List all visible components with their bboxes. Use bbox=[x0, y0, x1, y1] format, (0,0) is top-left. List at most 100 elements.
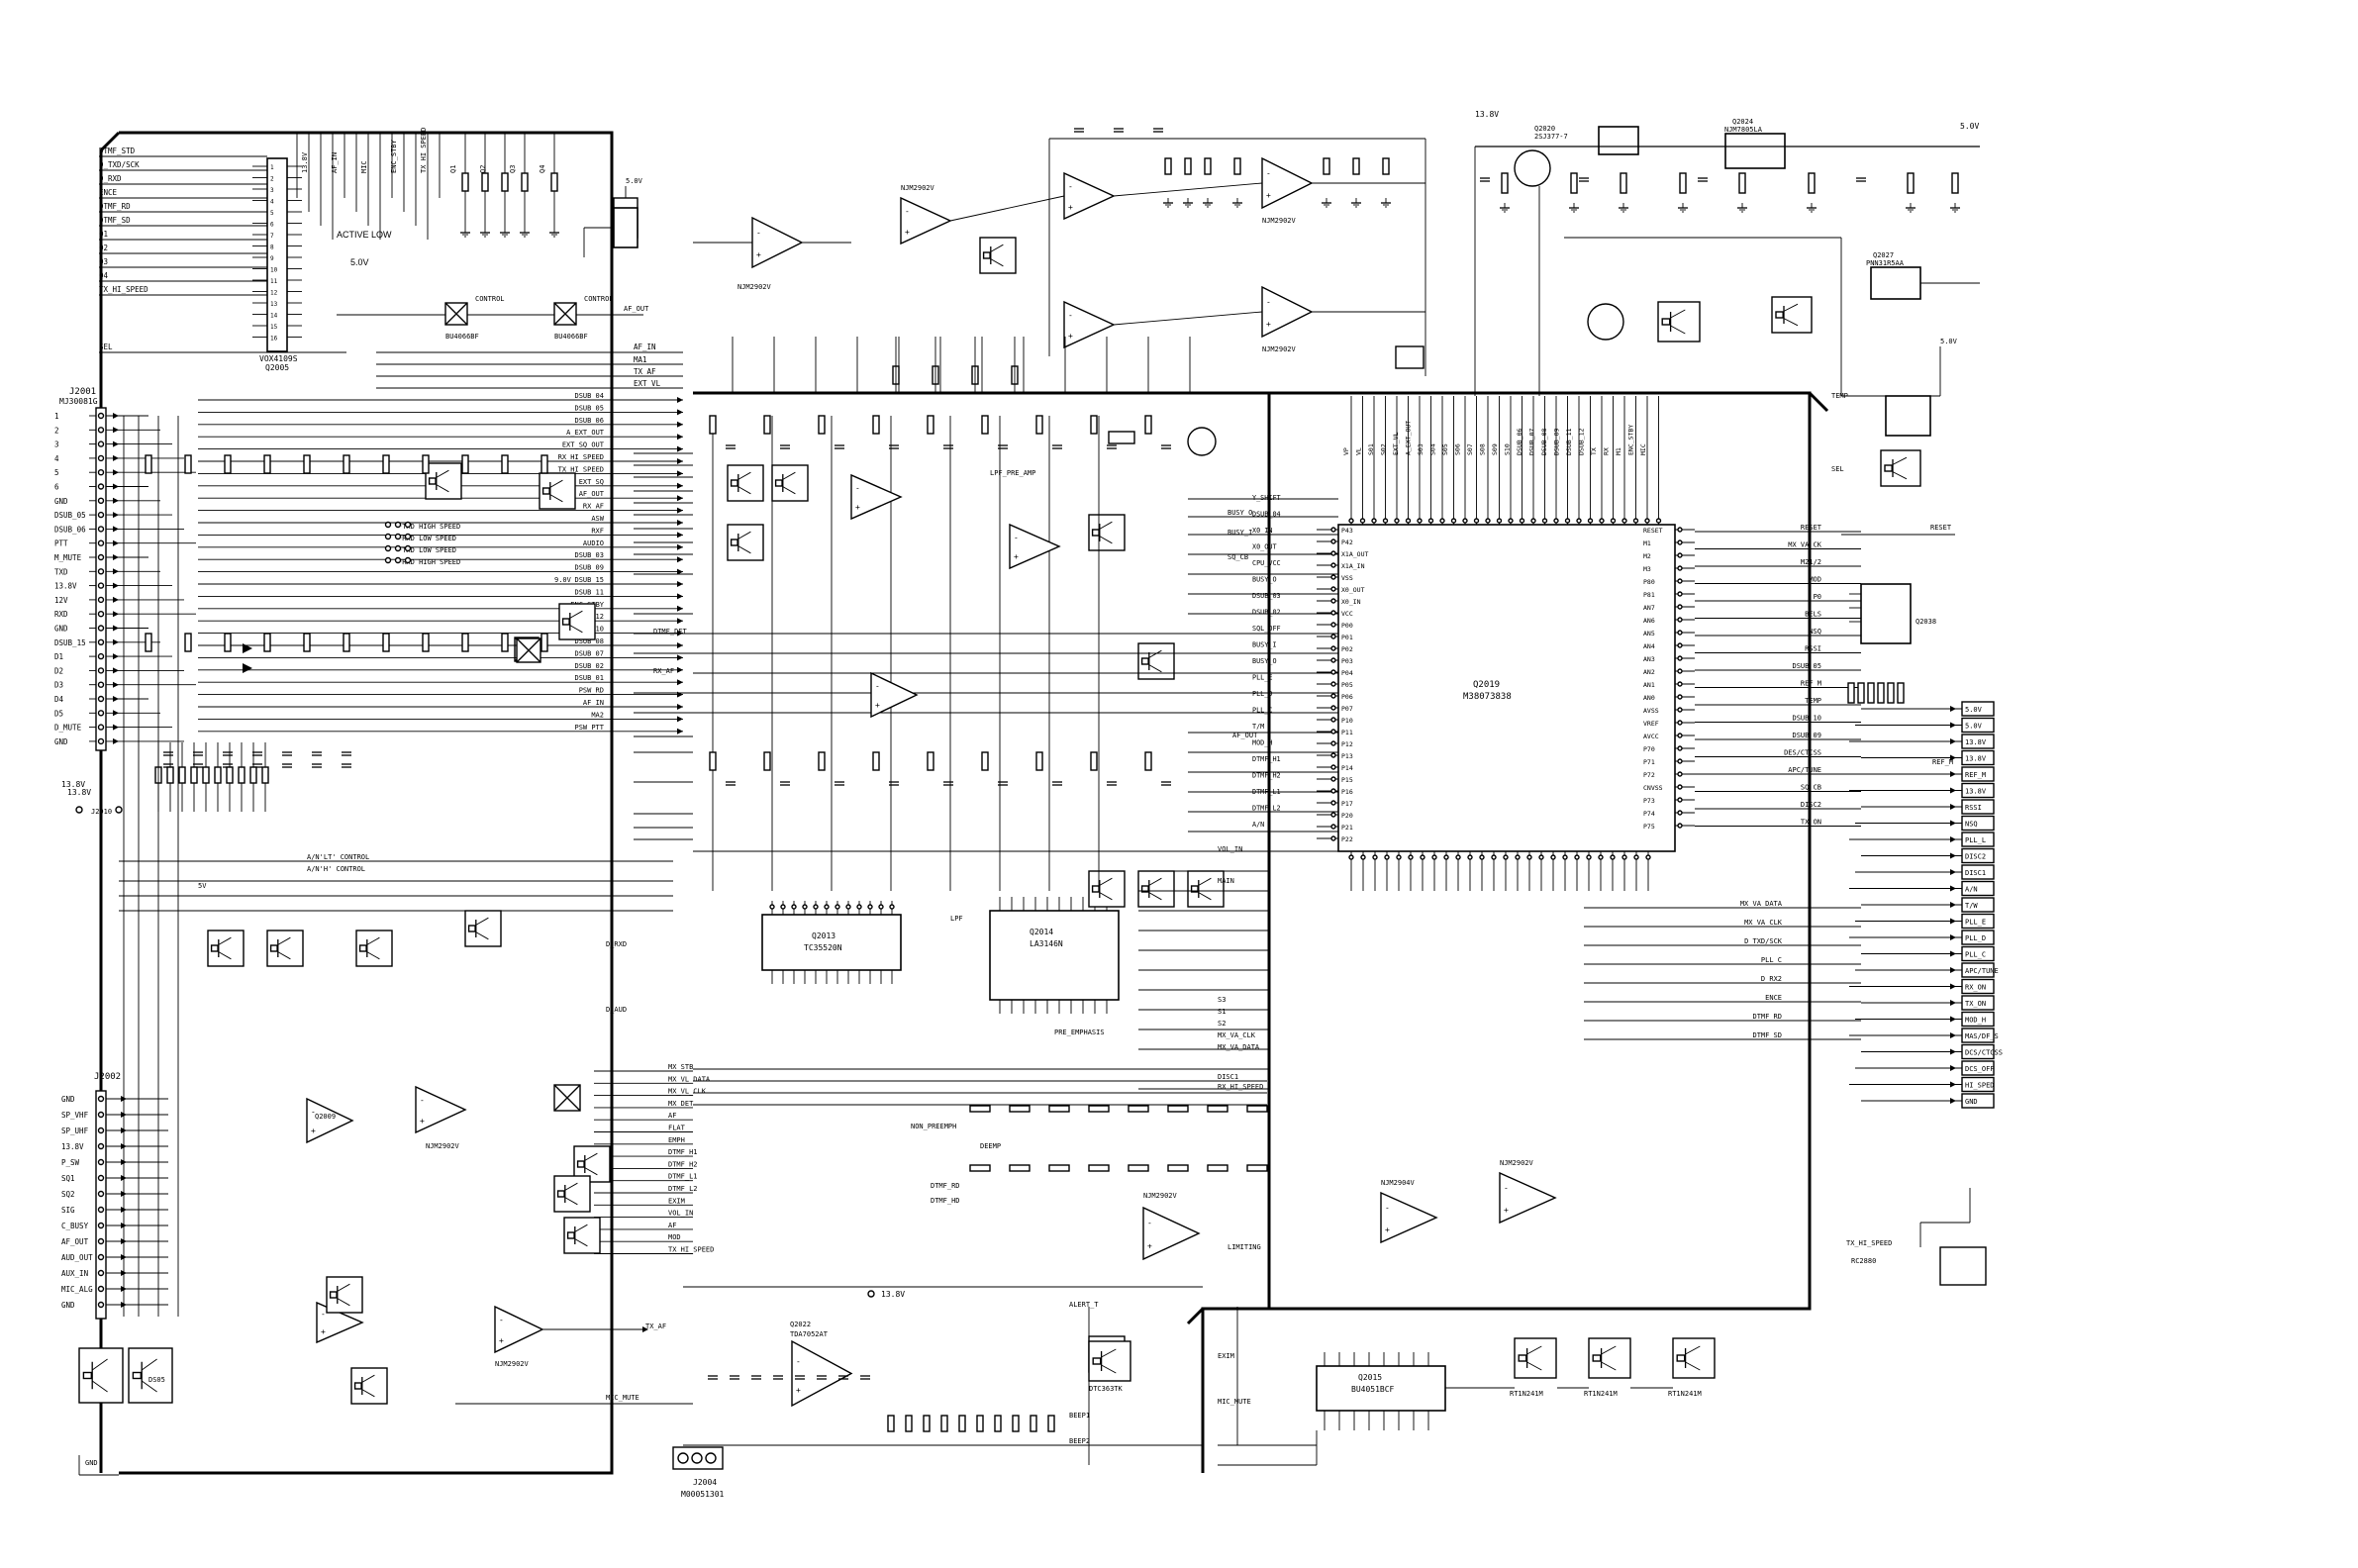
left-top-sig-2: D_RXD bbox=[99, 174, 122, 183]
cpu-rsig-15: SQ_CB bbox=[1801, 784, 1821, 792]
j2002-pin-11: AUX_IN bbox=[61, 1269, 88, 1278]
cpu-top-sig-17: DSUB_09 bbox=[1553, 429, 1561, 455]
q2022-ref: Q2022 bbox=[790, 1321, 811, 1328]
transistor-center-1 bbox=[727, 524, 764, 561]
opamp-q2002-minus: - bbox=[1147, 1219, 1152, 1227]
opamp-q2013b-plus: + bbox=[875, 701, 880, 710]
cpu-lpin-26: P22 bbox=[1341, 835, 1353, 843]
cpu-top-sig-11: S08 bbox=[1479, 443, 1487, 455]
cpu-lpin-1: P42 bbox=[1341, 539, 1353, 546]
cpu-lpin-24: P20 bbox=[1341, 812, 1353, 820]
cpu-lsig-2: X0_IN bbox=[1252, 527, 1272, 535]
left-top-sig-5: DTMF_SD bbox=[99, 216, 131, 225]
opamp-q2031-minus: - bbox=[321, 1310, 326, 1319]
j2002-pin-8: C_BUSY bbox=[61, 1222, 89, 1230]
left-mid-sig-31: DSUB_15 bbox=[574, 576, 604, 584]
cpu-top-sig-19: DSUB_12 bbox=[1578, 429, 1586, 455]
cpu-top-sig-18: DSUB_11 bbox=[1565, 429, 1573, 455]
opamp-q2012-minus: - bbox=[1014, 533, 1019, 541]
center-label-5: MIC_MUTE bbox=[1218, 1398, 1251, 1406]
cpu-lpin-15: P07 bbox=[1341, 705, 1353, 713]
opamp-q2010-top-minus: - bbox=[1068, 311, 1073, 320]
center-label-7: RX_HI_SPEED bbox=[1218, 1083, 1263, 1091]
lower-left-sig-5: FLAT bbox=[668, 1125, 686, 1132]
j2001-pin-15: GND bbox=[54, 625, 68, 634]
note-rxd-high: *RXD HIGH SPEED bbox=[398, 558, 460, 566]
cpu-lsig-14: T/M bbox=[1252, 723, 1264, 731]
cpu-bsig-1: MX_VA_CLK bbox=[1744, 919, 1783, 927]
note-5v: 5.0V bbox=[350, 257, 369, 267]
cpu-lpin-12: P04 bbox=[1341, 669, 1353, 677]
j2004-ref: J2004 bbox=[693, 1478, 717, 1487]
cpu-lpin-13: P05 bbox=[1341, 681, 1353, 689]
j2001-pin-2: 3 bbox=[54, 441, 59, 449]
cpu-rsig-5: BELS bbox=[1805, 611, 1821, 619]
left-mid-sig-30: DSUB_09 bbox=[574, 564, 604, 572]
left-mid-sig-21: RX_HI_SPEED bbox=[558, 453, 604, 461]
j2003-pin-10: DISC1 bbox=[1965, 869, 1986, 877]
opamp-q2003-minus: - bbox=[756, 229, 761, 238]
cpu-lpin-19: P13 bbox=[1341, 752, 1353, 760]
cpu-lsig-20: A/N bbox=[1252, 821, 1264, 829]
opamp-q2009-top-minus: - bbox=[1068, 182, 1073, 191]
ic-q2008 bbox=[1939, 1246, 1987, 1286]
cpu-lsig-10: BUSY_O bbox=[1252, 657, 1277, 665]
mid-9v: 9.0V bbox=[554, 576, 572, 584]
cpu-top-sig-0: VP bbox=[1342, 447, 1350, 455]
ic-q2013 bbox=[761, 914, 902, 971]
cpu-lsig-7: DSUB_02 bbox=[1252, 609, 1281, 617]
opamp-q2001a-minus: - bbox=[1385, 1204, 1390, 1213]
j2001-pin-6: GND bbox=[54, 497, 68, 506]
j2001-pin-13: 12V bbox=[54, 596, 68, 605]
left-top-sig-9: Q4 bbox=[99, 271, 109, 280]
ic-q2027 bbox=[1870, 266, 1921, 300]
tr-q2024: Q2024 bbox=[1732, 118, 1753, 126]
center-label-6: DISC1 bbox=[1218, 1073, 1238, 1081]
j2002-pin-4: P_SW bbox=[61, 1158, 80, 1167]
cpu-lsig-17: DTMF_H2 bbox=[1252, 772, 1281, 780]
opamp-q2003 bbox=[751, 216, 804, 269]
cpu-part: M38073838 bbox=[1463, 692, 1512, 702]
cpu-lsig-4: CPU_VCC bbox=[1252, 559, 1281, 567]
cpu-lsig-6: DSUB_03 bbox=[1252, 592, 1281, 600]
center-area: -+NJM2902V-+NJM2902V-+-+-+-+NJM2902VNJM2… bbox=[653, 128, 1716, 1499]
j2001-pin-19: D3 bbox=[54, 681, 63, 690]
note-an-h: A/N'H' CONTROL bbox=[307, 865, 365, 873]
q2005-pin-2: 3 bbox=[270, 187, 274, 194]
lower-left-sig-14: MOD bbox=[668, 1233, 681, 1241]
cpu-lsig-12: PLL_D bbox=[1252, 690, 1272, 698]
frame-lines bbox=[99, 131, 1829, 1475]
q2042-part: RT1N241M bbox=[1668, 1390, 1702, 1398]
left-mid-sig-32: DSUB_11 bbox=[574, 588, 604, 596]
cpu-lsig-15: MOD_H bbox=[1252, 739, 1272, 747]
q2005-pin-5: 6 bbox=[270, 222, 274, 229]
left-bus-wires bbox=[634, 452, 693, 840]
j2003-pin-23: HI_SPED bbox=[1965, 1082, 1995, 1090]
cpu-lpin-18: P12 bbox=[1341, 740, 1353, 748]
j2003-pin-12: T/W bbox=[1965, 902, 1978, 910]
center-label-12: S3 bbox=[1218, 996, 1226, 1004]
cpu-rpin-18: P71 bbox=[1643, 758, 1655, 766]
ic-q2007 bbox=[613, 207, 639, 248]
j2002-ref: J2002 bbox=[94, 1072, 121, 1082]
opamp-q2002 bbox=[1142, 1206, 1201, 1261]
q2005-pin-3: 4 bbox=[270, 199, 274, 206]
q2005-pin-4: 5 bbox=[270, 210, 274, 217]
q2017-part: DTC363TK bbox=[1089, 1385, 1124, 1393]
cpu-lpin-11: P03 bbox=[1341, 657, 1353, 665]
cpu-top-sig-20: TX bbox=[1590, 447, 1598, 455]
q2038-ref: Q2038 bbox=[1916, 618, 1936, 626]
lower-left-sig-6: EMPH bbox=[668, 1136, 685, 1144]
j2001-pin-18: D2 bbox=[54, 666, 63, 675]
ic-q2015 bbox=[1316, 1365, 1446, 1412]
cpu-rpin-17: P70 bbox=[1643, 745, 1655, 753]
cpu-bsig-5: ENCE bbox=[1765, 994, 1782, 1002]
left-mid-sig-42: MA2 bbox=[591, 711, 604, 719]
center-label-0: DTMF_DET bbox=[653, 628, 688, 636]
j2003-pin-24: GND bbox=[1965, 1098, 1978, 1106]
ic-q2038 bbox=[1860, 583, 1912, 644]
opamp-q2009-top bbox=[1063, 171, 1116, 221]
center-label-4: EXIM bbox=[1218, 1352, 1234, 1360]
left-mid-sig-25: RX_AF bbox=[583, 503, 604, 511]
note-txd-high: *TXD HIGH SPEED bbox=[398, 523, 460, 531]
